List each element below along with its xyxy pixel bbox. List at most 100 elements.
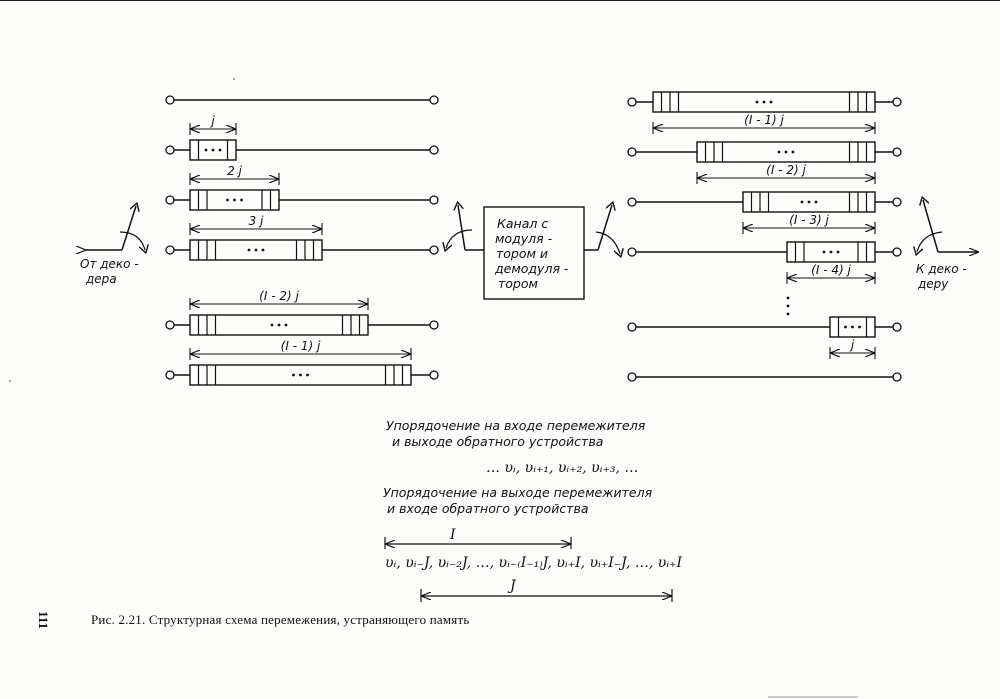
output-terminal[interactable]	[429, 370, 439, 380]
ellipsis-dots	[226, 198, 243, 202]
right-delay-line-4	[627, 316, 902, 338]
shift-register	[696, 141, 876, 163]
ellipsis-dots	[844, 325, 861, 329]
ellipsis-dots	[292, 373, 309, 377]
length-dimension	[189, 298, 369, 310]
shift-register	[189, 139, 237, 161]
output-terminal[interactable]	[429, 245, 439, 255]
output-terminal[interactable]	[429, 95, 439, 105]
channel-label-line3: тором и	[496, 246, 548, 261]
shift-register	[189, 189, 280, 211]
middle-left-commutator[interactable]	[446, 205, 484, 250]
length-label: (I - 2) j	[766, 163, 806, 177]
rotation-arrow-icon	[119, 231, 145, 250]
input-terminal[interactable]	[165, 195, 175, 205]
right-commutator[interactable]	[917, 200, 978, 252]
shift-register	[189, 314, 369, 336]
length-label: 3 j	[249, 214, 264, 228]
page-top-border	[0, 0, 1000, 1]
right-delay-line-1	[627, 141, 902, 163]
shift-register	[189, 239, 323, 261]
input-terminal[interactable]	[165, 320, 175, 330]
length-dimension	[786, 272, 876, 284]
output-terminal[interactable]	[429, 320, 439, 330]
input-terminal[interactable]	[165, 95, 175, 105]
input-terminal[interactable]	[627, 197, 637, 207]
left-label-line2: дера	[85, 272, 117, 286]
footer-marks	[768, 696, 858, 698]
right-delay-line-5	[627, 372, 902, 382]
left-delay-lines: j 2 j 3 j (I - 2) j (I - 1) j	[165, 95, 439, 386]
input-terminal[interactable]	[627, 97, 637, 107]
input-terminal[interactable]	[627, 372, 637, 382]
left-delay-line-1: j	[165, 114, 439, 161]
ellipsis-dots	[270, 323, 288, 327]
left-commutator[interactable]	[85, 206, 145, 250]
right-label-line2: деру	[917, 277, 949, 291]
right-delay-line-2	[627, 191, 902, 213]
length-label: (I - 2) j	[259, 289, 299, 303]
output-terminal[interactable]	[892, 247, 902, 257]
input-terminal[interactable]	[627, 322, 637, 332]
length-dimension	[742, 222, 876, 234]
length-label: (I - 3) j	[789, 213, 829, 227]
output-terminal[interactable]	[892, 97, 902, 107]
span-J-label: J	[507, 578, 517, 594]
vertical-ellipsis	[786, 296, 790, 316]
middle-right-commutator[interactable]	[584, 205, 620, 254]
output-terminal[interactable]	[892, 147, 902, 157]
ellipsis-dots	[800, 200, 818, 204]
left-delay-line-0	[165, 95, 439, 105]
left-delay-line-2: 2 j	[165, 164, 439, 211]
output-terminal[interactable]	[429, 195, 439, 205]
commutator-arm-icon	[923, 200, 939, 253]
input-terminal[interactable]	[165, 145, 175, 155]
input-terminal[interactable]	[627, 247, 637, 257]
right-delay-lines: (I - 1) j(I - 2) j(I - 3) j(I - 4) jj	[627, 91, 902, 382]
shift-register	[652, 91, 876, 113]
length-dimension	[652, 122, 876, 134]
output-terminal[interactable]	[892, 372, 902, 382]
left-delay-line-5: (I - 1) j	[165, 339, 439, 386]
right-label-line1: К деко -	[916, 262, 967, 276]
commutator-arm-icon	[597, 205, 612, 251]
ellipsis-dots	[204, 148, 222, 152]
ordering-output-line1: Упорядочение на выходе перемежителя	[383, 485, 653, 500]
input-terminal[interactable]	[165, 245, 175, 255]
shift-register	[786, 241, 876, 263]
span-J-dimension	[420, 589, 673, 602]
print-speck	[9, 380, 11, 382]
output-terminal[interactable]	[892, 197, 902, 207]
shift-register	[742, 191, 876, 213]
ellipsis-dots	[755, 100, 773, 104]
ordering-input-sequence: … υᵢ, υᵢ₊₁, υᵢ₊₂, υᵢ₊₃, …	[486, 460, 638, 476]
print-speck	[233, 78, 235, 80]
channel-label-line5: тором	[498, 276, 538, 291]
ordering-input-line2: и выходе обратного устройства	[392, 434, 603, 449]
ordering-output-sequence: υᵢ, υᵢ₋J, υᵢ₋₂J, …, υᵢ₋₍I₋₁₎J, υᵢ₊I, υᵢ₊…	[385, 555, 682, 571]
span-I-dimension	[384, 537, 572, 549]
length-dimension	[189, 123, 237, 135]
ellipsis-dots	[822, 250, 840, 254]
length-label: (I - 1) j	[281, 339, 321, 353]
length-dimension	[696, 172, 876, 184]
ordering-output-line2: и входе обратного устройства	[387, 501, 589, 516]
right-delay-line-3	[627, 241, 902, 263]
shift-register	[829, 316, 876, 338]
length-dimension	[189, 223, 323, 235]
output-terminal[interactable]	[429, 145, 439, 155]
commutator-arm-icon	[121, 206, 136, 251]
left-label-line1: От деко -	[80, 257, 139, 271]
length-label: j	[209, 114, 215, 128]
left-delay-line-4: (I - 2) j	[165, 289, 439, 336]
input-terminal[interactable]	[165, 370, 175, 380]
span-I-label: I	[449, 527, 456, 543]
commutator-arm-icon	[458, 205, 466, 251]
length-dimension	[829, 347, 876, 359]
output-terminal[interactable]	[892, 322, 902, 332]
channel-label-line4: демодуля -	[494, 261, 569, 276]
ellipsis-dots	[247, 248, 265, 252]
input-terminal[interactable]	[627, 147, 637, 157]
ordering-input-line1: Упорядочение на входе перемежителя	[386, 418, 646, 433]
